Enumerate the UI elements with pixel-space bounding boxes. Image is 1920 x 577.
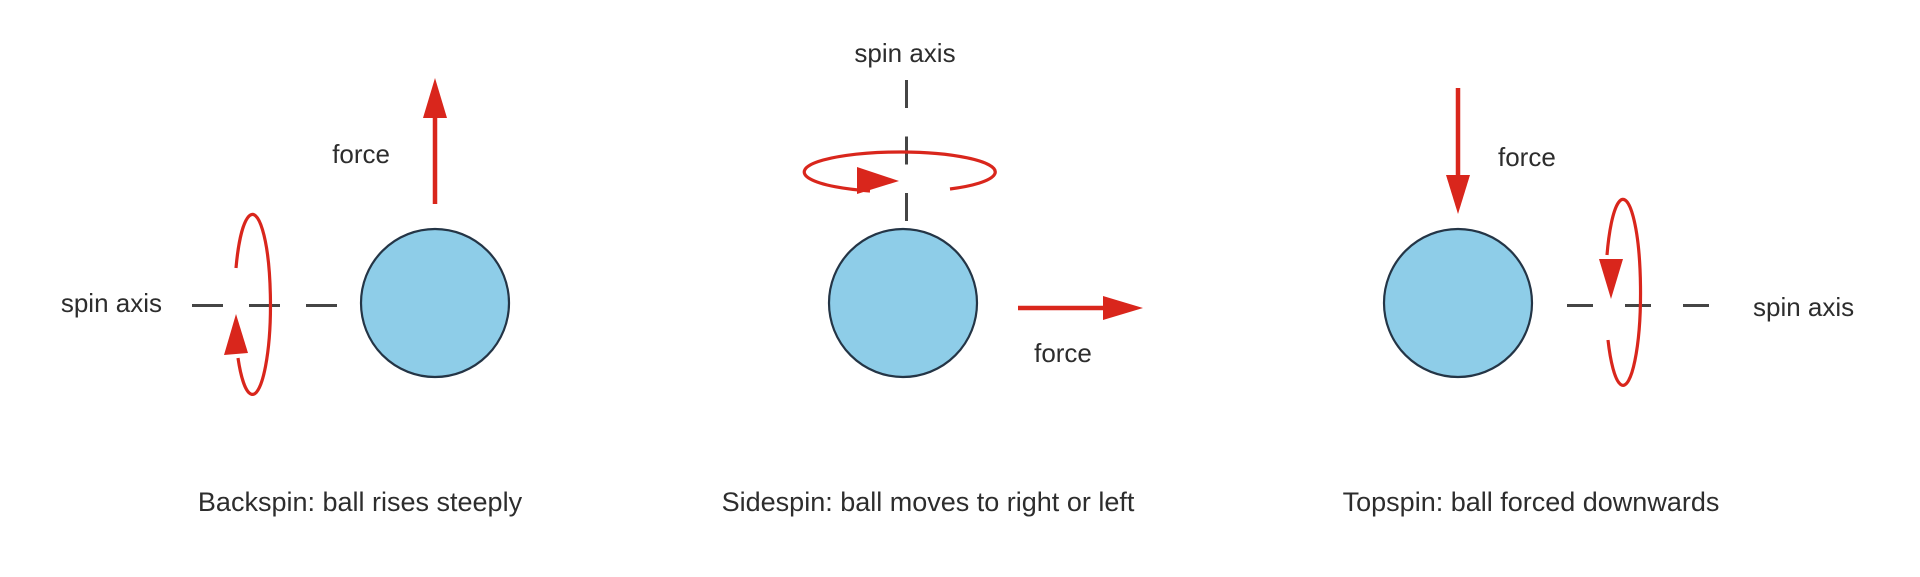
sidespin-force-label: force: [1034, 338, 1092, 368]
topspin-force-arrowhead-down-icon: [1446, 175, 1470, 214]
backspin-force-label: force: [332, 139, 390, 169]
sidespin-ball: [827, 227, 979, 379]
sidespin-spin-axis-label: spin axis: [854, 38, 956, 68]
backspin-rotation-loop-icon: [234, 212, 273, 396]
topspin-caption: Topspin: ball forced downwards: [1342, 487, 1720, 517]
sidespin-rotation-loop-icon: [802, 150, 997, 193]
topspin-ball: [1382, 227, 1534, 379]
sidespin-figure: [802, 80, 1143, 379]
topspin-rotation-arrowhead-down-icon: [1599, 259, 1623, 299]
sidespin-force-arrowhead-right-icon: [1103, 296, 1143, 320]
backspin-caption: Backspin: ball rises steeply: [197, 487, 523, 517]
backspin-spin-axis-label: spin axis: [60, 288, 162, 318]
topspin-figure: [1382, 88, 1709, 387]
backspin-ball: [359, 227, 511, 379]
topspin-force-label: force: [1498, 142, 1556, 172]
backspin-force-arrowhead-up-icon: [423, 78, 447, 118]
topspin-spin-axis-label: spin axis: [1753, 292, 1855, 322]
sidespin-rotation-arrowhead-right-icon: [857, 167, 899, 194]
backspin-rotation-arrowhead-up-icon: [224, 314, 248, 355]
backspin-figure: [192, 78, 511, 396]
topspin-rotation-loop-icon: [1605, 197, 1643, 387]
sidespin-caption: Sidespin: ball moves to right or left: [721, 487, 1135, 517]
